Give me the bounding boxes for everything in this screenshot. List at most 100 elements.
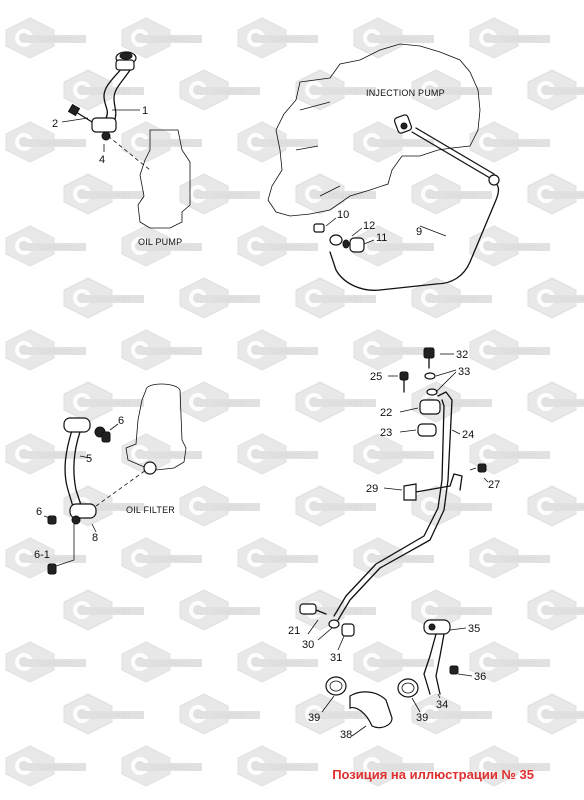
watermark-tile-67: COMPART <box>295 693 377 735</box>
watermark-tile-3: COMPART <box>353 17 435 59</box>
watermark-text: COMPART <box>560 297 584 304</box>
watermark-tile-49: COMPART <box>527 485 584 527</box>
watermark-tile-72: COMPART <box>237 745 319 787</box>
watermark-pattern: COMPART COMPART COMPART COMPART COMPART COMPA… <box>5 17 584 787</box>
watermark-tile-16: COMPART <box>179 173 261 215</box>
watermark-text: COMPART <box>270 141 306 148</box>
watermark-tile-50: COMPART <box>5 537 87 579</box>
watermark-tile-70: COMPART <box>5 745 87 787</box>
watermark-text: COMPART <box>38 245 74 252</box>
watermark-text: COMPART <box>212 193 248 200</box>
callout-4: 4 <box>99 154 105 166</box>
watermark-text: COMPART <box>560 89 584 96</box>
watermark-tile-19: COMPART <box>527 173 584 215</box>
watermark-text: COMPART <box>328 401 364 408</box>
watermark-tile-33: COMPART <box>353 329 435 371</box>
callout-39-right: 39 <box>416 712 428 724</box>
watermark-tile-30: COMPART <box>5 329 87 371</box>
watermark-tile-40: COMPART <box>5 433 87 475</box>
watermark-tile-52: COMPART <box>237 537 319 579</box>
watermark-tile-56: COMPART <box>179 589 261 631</box>
watermark-tile-51: COMPART <box>121 537 203 579</box>
watermark-text: COMPART <box>38 557 74 564</box>
watermark-text: COMPART <box>502 37 538 44</box>
watermark-text: COMPART <box>386 141 422 148</box>
watermark-text: COMPART <box>270 37 306 44</box>
injection-pump-group: 9 10 12 11 INJECTION PUMP <box>267 43 500 291</box>
callout-32: 32 <box>456 349 468 361</box>
label-oil-pump: OIL PUMP <box>138 237 182 247</box>
watermark-text: COMPART <box>560 505 584 512</box>
illustration-position-caption: Позиция на иллюстрации № 35 <box>332 767 534 782</box>
watermark-text: COMPART <box>328 505 364 512</box>
watermark-text: COMPART <box>560 713 584 720</box>
watermark-text: COMPART <box>560 401 584 408</box>
watermark-tile-46: COMPART <box>179 485 261 527</box>
watermark-tile-31: COMPART <box>121 329 203 371</box>
oil-pump-group: 1 2 4 OIL PUMP <box>52 51 191 247</box>
turbo-oil-line-group: 32 33 25 22 23 24 29 27 21 30 31 35 36 3… <box>288 347 500 741</box>
watermark-text: COMPART <box>386 661 422 668</box>
watermark-text: COMPART <box>270 557 306 564</box>
watermark-tile-53: COMPART <box>353 537 435 579</box>
watermark-text: COMPART <box>154 661 190 668</box>
watermark-text: COMPART <box>270 453 306 460</box>
watermark-tile-0: COMPART <box>5 17 87 59</box>
watermark-tile-14: COMPART <box>469 121 551 163</box>
watermark-tile-64: COMPART <box>469 641 551 683</box>
watermark-text: COMPART <box>328 713 364 720</box>
watermark-tile-25: COMPART <box>63 277 145 319</box>
watermark-text: COMPART <box>270 245 306 252</box>
watermark-tile-65: COMPART <box>63 693 145 735</box>
watermark-tile-9: COMPART <box>527 69 584 111</box>
watermark-tile-47: COMPART <box>295 485 377 527</box>
watermark-text: COMPART <box>386 245 422 252</box>
watermark-tile-43: COMPART <box>353 433 435 475</box>
watermark-tile-63: COMPART <box>353 641 435 683</box>
callout-27: 27 <box>488 479 500 491</box>
watermark-tile-7: COMPART <box>295 69 377 111</box>
watermark-tile-38: COMPART <box>411 381 493 423</box>
watermark-tile-59: COMPART <box>527 589 584 631</box>
watermark-text: COMPART <box>444 609 480 616</box>
watermark-text: COMPART <box>212 609 248 616</box>
watermark-tile-2: COMPART <box>237 17 319 59</box>
watermark-tile-41: COMPART <box>121 433 203 475</box>
watermark-text: COMPART <box>38 37 74 44</box>
callout-2: 2 <box>52 118 58 130</box>
watermark-tile-13: COMPART <box>353 121 435 163</box>
watermark-text: COMPART <box>154 141 190 148</box>
watermark-text: COMPART <box>212 713 248 720</box>
watermark-tile-6: COMPART <box>179 69 261 111</box>
watermark-text: COMPART <box>444 401 480 408</box>
callout-5: 5 <box>86 453 92 465</box>
watermark-text: COMPART <box>444 193 480 200</box>
watermark-text: COMPART <box>444 713 480 720</box>
callout-6-bottom: 6 <box>36 506 42 518</box>
watermark-tile-23: COMPART <box>353 225 435 267</box>
watermark-text: COMPART <box>444 89 480 96</box>
watermark-tile-48: COMPART <box>411 485 493 527</box>
watermark-tile-15: COMPART <box>63 173 145 215</box>
watermark-text: COMPART <box>154 557 190 564</box>
callout-8: 8 <box>92 532 98 544</box>
callout-1: 1 <box>142 105 148 117</box>
callout-21: 21 <box>288 625 300 637</box>
watermark-text: COMPART <box>96 401 132 408</box>
watermark-tile-36: COMPART <box>179 381 261 423</box>
watermark-text: COMPART <box>502 245 538 252</box>
callout-36: 36 <box>474 671 486 683</box>
watermark-text: COMPART <box>502 141 538 148</box>
watermark-text: COMPART <box>560 609 584 616</box>
watermark-tile-61: COMPART <box>121 641 203 683</box>
watermark-text: COMPART <box>502 765 538 772</box>
watermark-text: COMPART <box>154 245 190 252</box>
watermark-tile-58: COMPART <box>411 589 493 631</box>
watermark-text: COMPART <box>502 661 538 668</box>
watermark-tile-55: COMPART <box>63 589 145 631</box>
watermark-tile-18: COMPART <box>411 173 493 215</box>
callout-22: 22 <box>380 407 392 419</box>
watermark-tile-60: COMPART <box>5 641 87 683</box>
watermark-text: COMPART <box>386 349 422 356</box>
watermark-text: COMPART <box>38 453 74 460</box>
